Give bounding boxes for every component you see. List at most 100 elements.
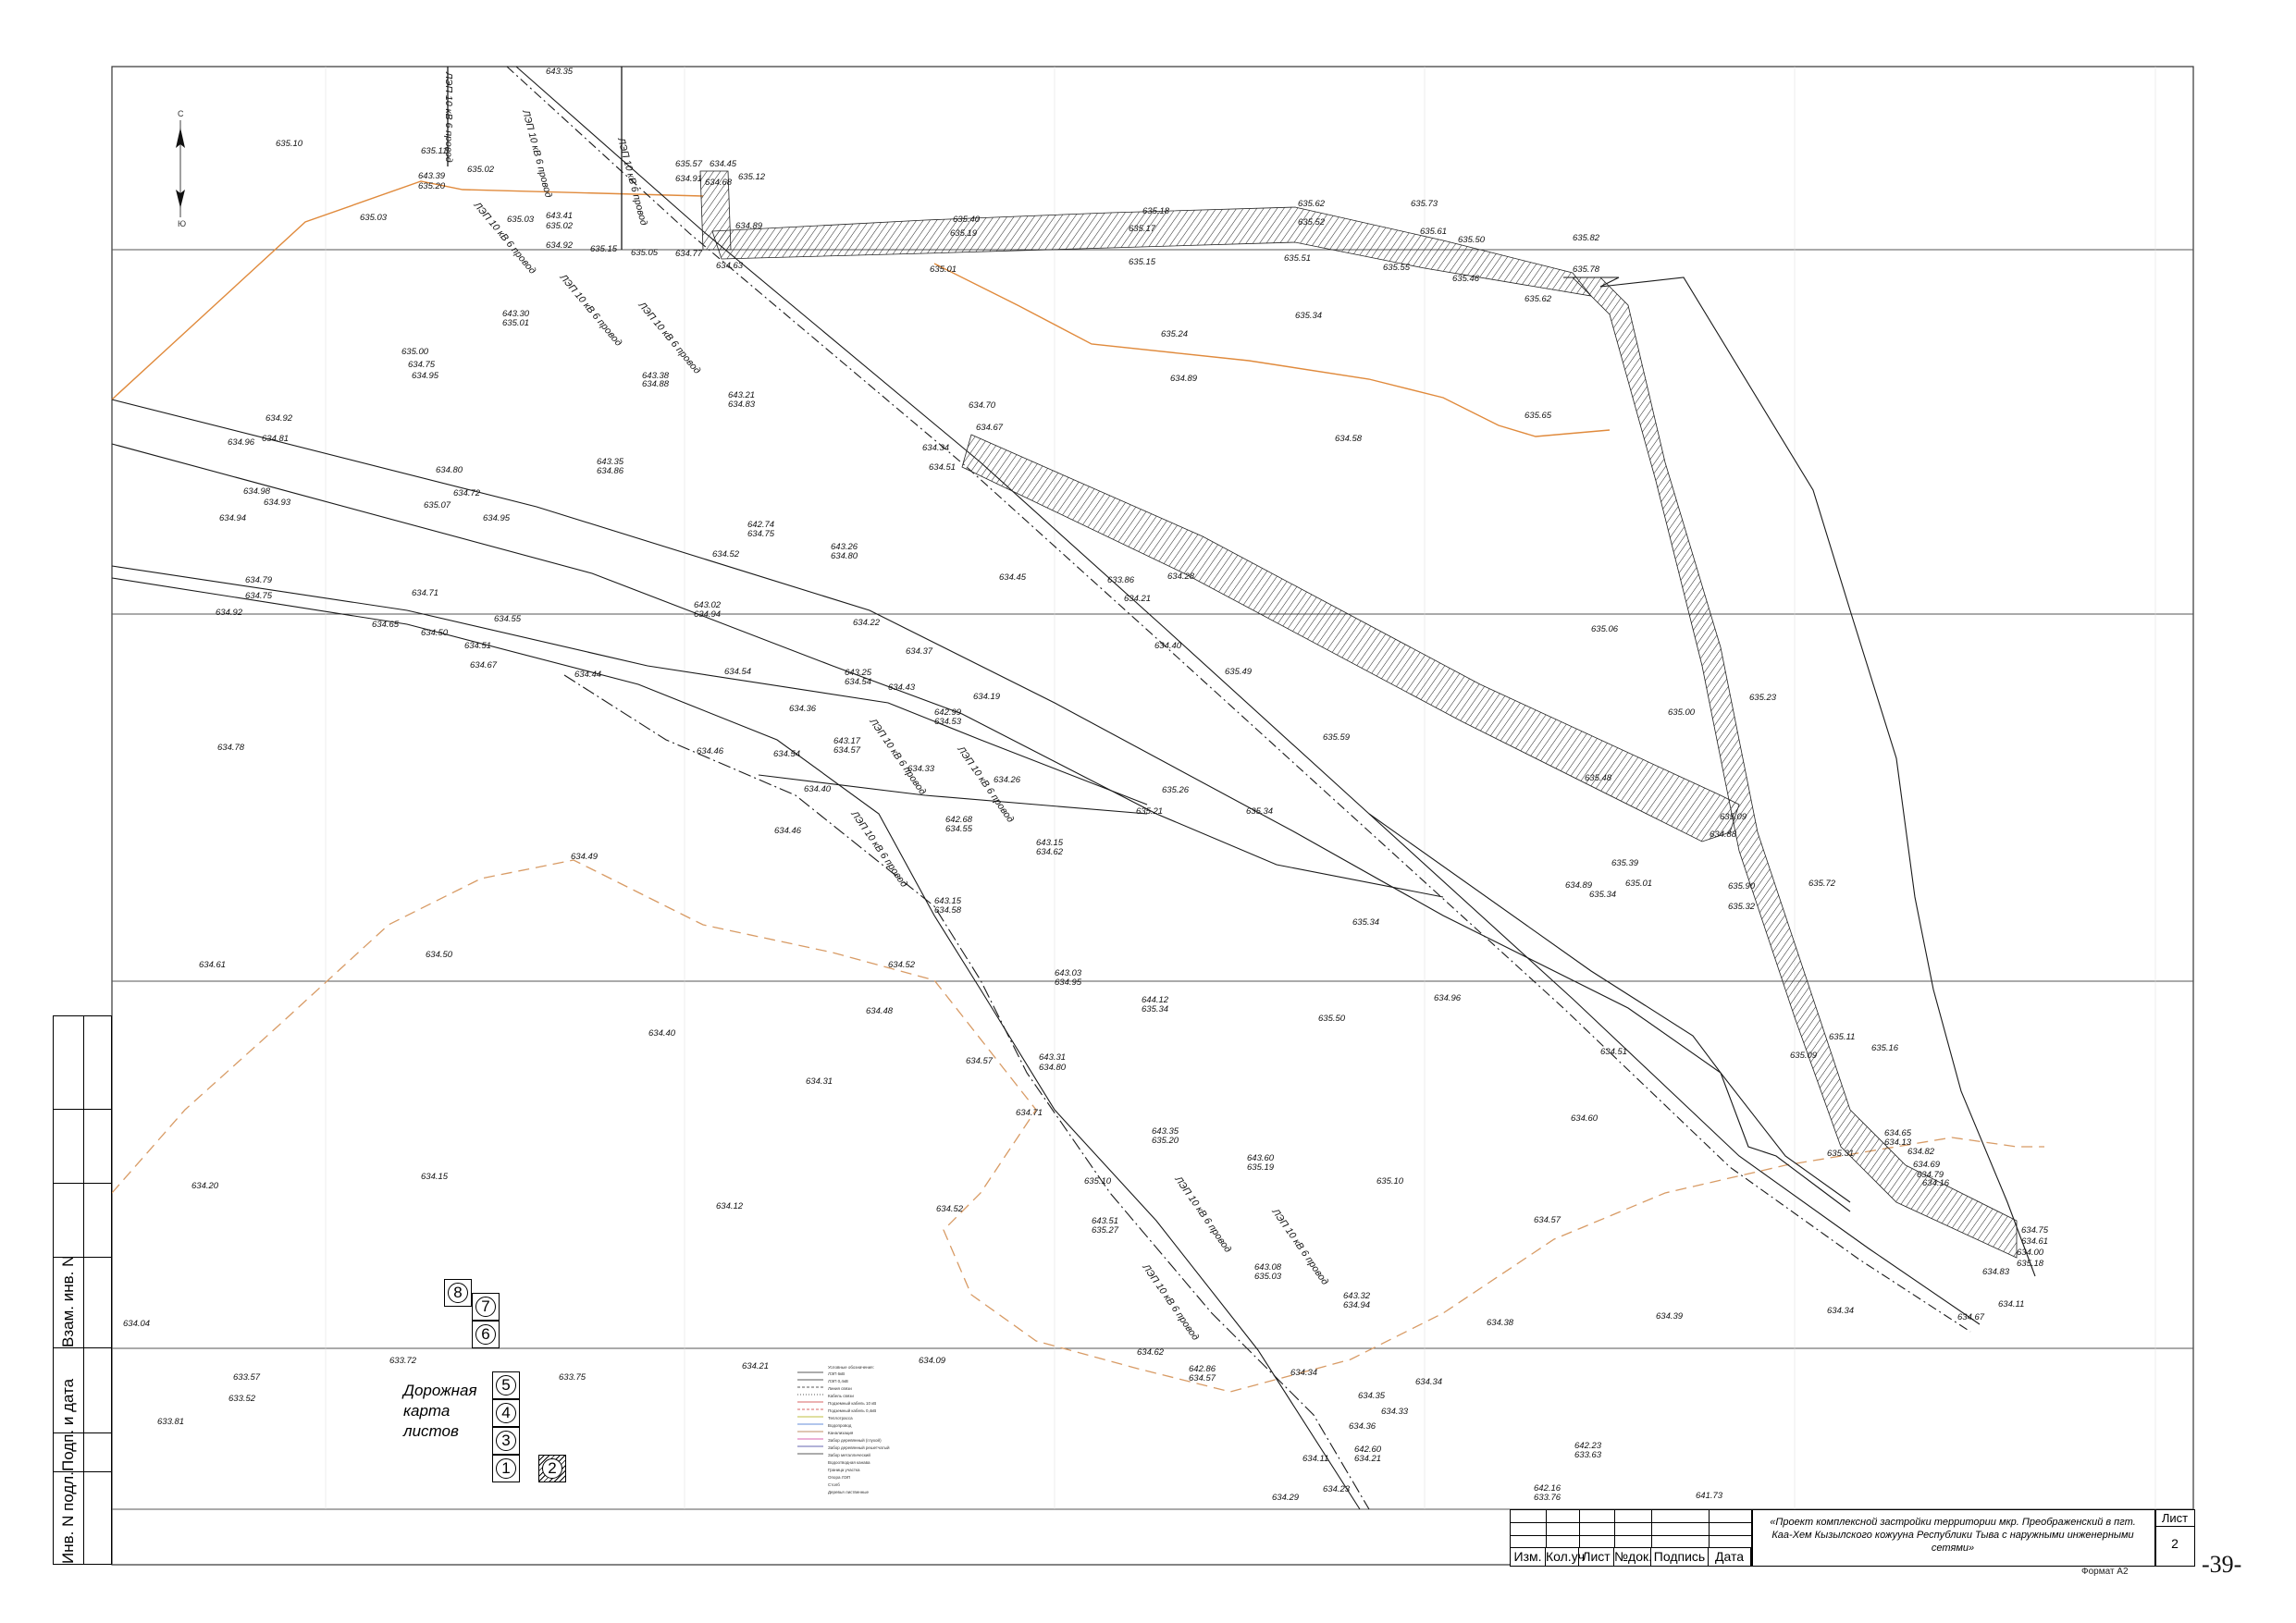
side-label-podp-data: Подп. и дата bbox=[59, 1378, 77, 1471]
elevation-mark: 635.49 bbox=[1225, 667, 1253, 677]
elevation-mark: 635.06 bbox=[1591, 624, 1619, 634]
elevation-mark: 635.62 bbox=[1298, 199, 1326, 209]
title-block-col-ndok: №док. bbox=[1614, 1547, 1652, 1566]
elevation-mark: 634.95 bbox=[412, 371, 439, 381]
elevation-mark: 634.53 bbox=[934, 717, 962, 727]
sheet-key-cell-2-current[interactable]: 2 bbox=[538, 1455, 566, 1482]
rail-strip-short bbox=[699, 170, 732, 251]
elevation-mark: 635.10 bbox=[1376, 1176, 1404, 1187]
elevation-mark: 643.15 bbox=[934, 896, 962, 906]
elevation-mark: 634.52 bbox=[712, 549, 740, 559]
elevation-mark: 644.12 bbox=[1142, 995, 1169, 1005]
power-line-label: ЛЭП 10 кВ 6 провод bbox=[1140, 1261, 1201, 1343]
sheet-key-number: 3 bbox=[496, 1431, 516, 1451]
elevation-mark: 634.83 bbox=[1982, 1267, 2010, 1277]
elevation-mark: 634.33 bbox=[907, 764, 935, 774]
elevation-mark: 634.26 bbox=[994, 775, 1021, 785]
elevation-mark: 634.45 bbox=[999, 572, 1027, 583]
elevation-mark: 634.50 bbox=[426, 950, 453, 960]
elevation-mark: 635.90 bbox=[1728, 881, 1756, 891]
legend-item: ЛЭП 0,4кВ bbox=[828, 1379, 848, 1383]
elevation-mark: 634.71 bbox=[412, 588, 438, 598]
elevation-mark: 643.32 bbox=[1343, 1291, 1371, 1301]
sheet-key-cell-7[interactable]: 7 bbox=[472, 1293, 500, 1321]
title-block-col-list: Лист bbox=[1579, 1547, 1614, 1566]
pole-lines bbox=[447, 67, 623, 250]
elevation-mark: 635.34 bbox=[1246, 806, 1273, 817]
elevation-mark: 635.34 bbox=[1295, 311, 1322, 321]
sheet-key-cell-6[interactable]: 6 bbox=[472, 1321, 500, 1348]
elevation-mark: 635.18 bbox=[1142, 206, 1170, 216]
elevation-mark: 634.94 bbox=[1343, 1300, 1370, 1310]
contour-solid-west bbox=[111, 180, 704, 400]
power-line-label: ЛЭП 10 кВ 6 провод bbox=[848, 808, 909, 890]
elevation-mark: 634.22 bbox=[853, 618, 881, 628]
title-block-col-koluch: Кол.уч bbox=[1546, 1547, 1585, 1566]
elevation-mark: 635.24 bbox=[1161, 329, 1188, 339]
elevation-mark: 634.57 bbox=[966, 1056, 994, 1066]
elevation-mark: 635.10 bbox=[1084, 1176, 1112, 1187]
sheet-map-key-title: Дорожная карта листов bbox=[403, 1381, 477, 1442]
elevation-mark: 634.81 bbox=[262, 434, 289, 444]
elevation-mark: 643.35 bbox=[1152, 1126, 1179, 1137]
sheet-key-cell-4[interactable]: 4 bbox=[492, 1399, 520, 1427]
format-label: Формат А2 bbox=[2081, 1567, 2129, 1577]
elevation-mark: 635.34 bbox=[1142, 1004, 1168, 1014]
legend-item: Канализация bbox=[828, 1431, 854, 1435]
side-stamp: Инв. N подл. Подп. и дата Взам. инв. N bbox=[53, 1015, 112, 1565]
side-label-inv-podl: Инв. N подл. bbox=[59, 1471, 77, 1564]
legend-item: Забор деревянный (глухой) bbox=[828, 1437, 882, 1443]
power-line-label: ЛЭП 10 кВ 6 провод bbox=[443, 71, 454, 163]
elevation-mark: 635.61 bbox=[1420, 227, 1447, 237]
elevation-mark: 635.73 bbox=[1411, 199, 1438, 209]
elevation-mark: 635.23 bbox=[1749, 693, 1777, 703]
elevation-mark: 634.34 bbox=[922, 443, 949, 453]
elevation-mark: 634.51 bbox=[1600, 1047, 1627, 1057]
elevation-mark: 634.88 bbox=[1710, 830, 1737, 840]
elevation-mark: 634.94 bbox=[219, 513, 246, 523]
elevation-mark: 634.28 bbox=[1167, 572, 1195, 582]
elevation-mark: 635.57 bbox=[675, 159, 703, 169]
elevation-mark: 634.40 bbox=[648, 1028, 676, 1039]
elevation-mark: 635.07 bbox=[424, 500, 451, 510]
sheet-key-number: 2 bbox=[542, 1458, 562, 1479]
elevation-mark: 642.68 bbox=[945, 815, 973, 825]
sheet-key-cell-8[interactable]: 8 bbox=[444, 1279, 472, 1307]
elevation-mark: 634.35 bbox=[1358, 1391, 1386, 1401]
elevation-mark: 634.61 bbox=[199, 960, 226, 970]
elevation-mark: 635.50 bbox=[1318, 1014, 1346, 1024]
elevation-mark: 634.57 bbox=[1534, 1215, 1562, 1225]
elevation-mark: 635.15 bbox=[1129, 257, 1156, 267]
elevation-mark: 634.36 bbox=[1349, 1421, 1376, 1432]
title-block: Изм. Кол.уч Лист №док. Подпись Дата «Про… bbox=[1510, 1509, 2195, 1567]
sheet-key-number: 5 bbox=[496, 1375, 516, 1396]
elevation-mark: 634.40 bbox=[804, 784, 832, 794]
elevation-mark: 633.57 bbox=[233, 1372, 261, 1383]
elevation-mark: 634.67 bbox=[470, 660, 498, 670]
elevation-mark: 635.72 bbox=[1808, 879, 1836, 889]
elevation-mark: 634.65 bbox=[372, 620, 400, 630]
compass-north: С bbox=[178, 109, 184, 118]
elevation-mark: 635.31 bbox=[1827, 1149, 1854, 1159]
elevation-mark: 635.59 bbox=[1323, 732, 1351, 743]
sheet-number: 2 bbox=[2171, 1536, 2179, 1551]
elevation-mark: 634.94 bbox=[694, 609, 721, 620]
title-block-col-izm: Изм. bbox=[1511, 1547, 1546, 1566]
power-line-labels: ЛЭП 10 кВ 6 провод ЛЭП 10 кВ 6 провод ЛЭ… bbox=[443, 71, 1330, 1343]
elevation-mark: 634.79 bbox=[1917, 1170, 1944, 1180]
legend-item: Подземный кабель 0,4кВ bbox=[828, 1408, 876, 1413]
elevation-mark: 634.36 bbox=[789, 704, 817, 714]
elevation-mark: 634.45 bbox=[710, 159, 737, 169]
elevation-mark: 634.52 bbox=[936, 1204, 964, 1214]
sheet-key-cell-3[interactable]: 3 bbox=[492, 1427, 520, 1455]
elevation-mark: 635.09 bbox=[1720, 812, 1747, 822]
elevation-mark: 642.99 bbox=[934, 707, 962, 718]
elevation-mark: 634.58 bbox=[1335, 434, 1363, 444]
sheet-key-number: 8 bbox=[448, 1283, 468, 1303]
sheet-key-cell-1[interactable]: 1 bbox=[492, 1455, 520, 1482]
elevation-mark: 634.43 bbox=[888, 682, 916, 693]
elevation-mark: 634.40 bbox=[1154, 641, 1182, 651]
sheet-key-cell-5[interactable]: 5 bbox=[492, 1371, 520, 1399]
power-line-label: ЛЭП 10 кВ 6 провод bbox=[636, 299, 703, 375]
